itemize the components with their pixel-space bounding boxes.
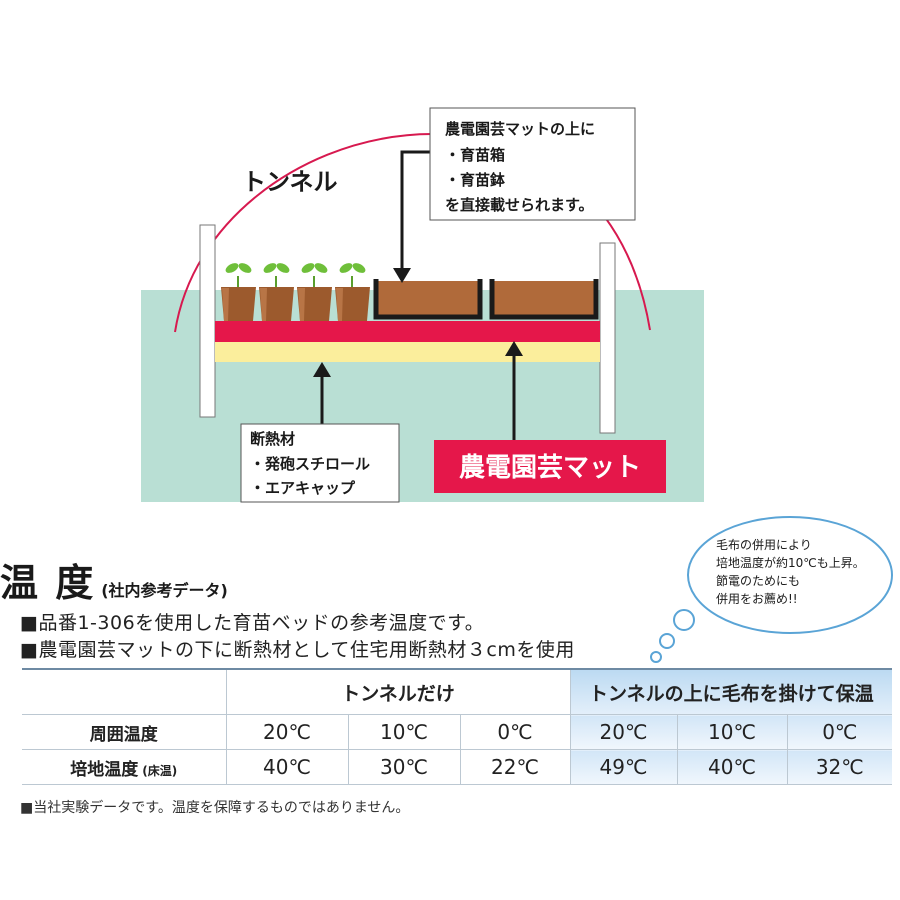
tray-callout-line: を直接載せられます。 (445, 196, 594, 214)
seedling-tray (489, 279, 599, 320)
section-heading: 温 度 (社内参考データ) (0, 552, 228, 607)
table-cell: 22℃ (459, 749, 571, 785)
mat-label: 農電園芸マット (459, 453, 641, 483)
table-cell: 20℃ (569, 714, 678, 750)
pot (259, 263, 294, 321)
table-cell: 30℃ (347, 749, 460, 785)
arrow-to-insulation (313, 362, 331, 424)
bubble-line: 毛布の併用により (716, 538, 812, 552)
note-line: ■品番1-306を使用した育苗ベッドの参考温度です。 (20, 612, 485, 634)
insulation-callout-line: ・エアキャップ (250, 479, 356, 497)
footnote: ■当社実験データです。温度を保障するものではありません。 (20, 800, 410, 816)
arrow-to-mat (505, 341, 523, 440)
note-line: ■農電園芸マットの下に断熱材として住宅用断熱材３cmを使用 (20, 639, 575, 661)
table-group-header-row: トンネルだけ トンネルの上に毛布を掛けて保温 (22, 668, 893, 715)
insulation-callout-line: 断熱材 (250, 430, 295, 448)
tunnel-label: トンネル (242, 168, 338, 196)
heading-title: 温 度 (0, 561, 96, 605)
speech-bubble (650, 516, 893, 663)
table-cell: 40℃ (676, 749, 788, 785)
seedling-pots (221, 263, 370, 321)
insulation-callout-line: ・発砲スチロール (250, 455, 370, 473)
bubble-line: 節電のためにも (716, 573, 800, 588)
row-label-bed-small: (床温) (142, 763, 178, 778)
group-header-tunnel-only: トンネルだけ (225, 668, 571, 715)
mat-label-box (434, 440, 666, 493)
table-cell: 0℃ (459, 714, 571, 750)
tray-callout-line: ・育苗鉢 (445, 171, 505, 189)
row-label-bed: 培地温度(床温) (22, 749, 226, 785)
table-cell: 40℃ (225, 749, 348, 785)
insulation-callout-box (240, 423, 400, 503)
svg-text:毛布の併用により 培地温度が約10℃も上昇。: 毛布の併用により 培地温度が約10℃も上昇。 節電のためにも 併用をお薦め!! (716, 538, 869, 606)
table-cell: 10℃ (676, 714, 788, 750)
row-label-ambient: 周囲温度 (22, 714, 226, 750)
bubble-line: 併用をお薦め!! (716, 592, 798, 606)
pot (297, 263, 332, 321)
tray-callout-line: ・育苗箱 (445, 146, 505, 164)
table-cell: 0℃ (786, 714, 893, 750)
table-corner-cell (22, 668, 226, 715)
table-cell: 10℃ (347, 714, 460, 750)
row-label-bed-main: 培地温度 (70, 759, 139, 780)
svg-text:農電園芸マットの上に ・育苗箱 ・育苗鉢: 農電園芸マットの上に ・育苗箱 ・育苗鉢 を直接載せられます。 (445, 120, 600, 214)
table-cell: 20℃ (225, 714, 348, 750)
pot (335, 263, 370, 321)
heading-subtitle: (社内参考データ) (101, 581, 228, 600)
svg-text:断熱材 ・発砲スチロール ・エアキャップ: 断熱材 ・発砲スチロール ・エアキャップ (250, 430, 375, 497)
table-row-ambient: 周囲温度 20℃ 10℃ 0℃ 20℃ 10℃ 0℃ (22, 714, 893, 750)
tray-callout-box (429, 107, 636, 221)
left-post (199, 224, 216, 418)
bubble-line: 培地温度が約10℃も上昇。 (716, 555, 865, 570)
seedling-tray (373, 279, 483, 320)
insulation-layer (215, 342, 600, 362)
table-row-bed: 培地温度(床温) 40℃ 30℃ 22℃ 49℃ 40℃ 32℃ (22, 749, 893, 785)
tray-callout-line: 農電園芸マットの上に (445, 120, 595, 138)
table-cell: 32℃ (786, 749, 893, 785)
right-post (599, 242, 616, 434)
pot (221, 263, 256, 321)
group-header-tunnel-blanket: トンネルの上に毛布を掛けて保温 (569, 668, 893, 715)
arrow-to-tray (393, 150, 430, 283)
table-cell: 49℃ (569, 749, 678, 785)
mat-layer (215, 321, 600, 342)
temperature-table: トンネルだけ トンネルの上に毛布を掛けて保温 周囲温度 20℃ 10℃ 0℃ 2… (22, 668, 893, 785)
